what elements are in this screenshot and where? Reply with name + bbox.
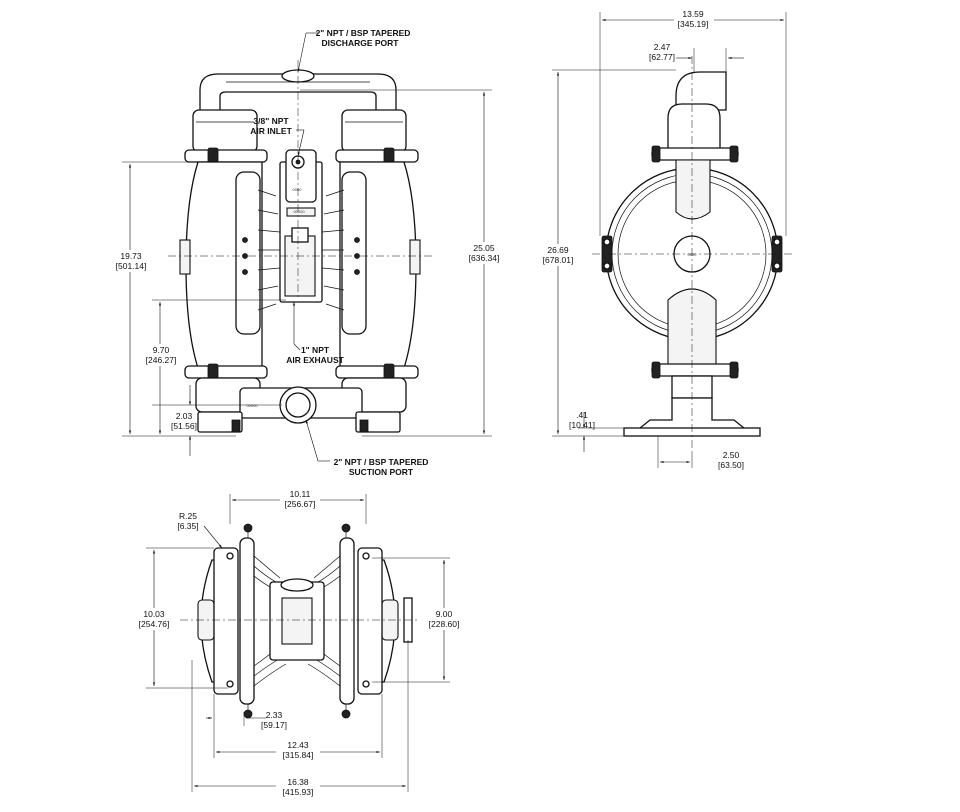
svg-text:2.03: 2.03 bbox=[176, 411, 193, 421]
svg-text:10.11: 10.11 bbox=[290, 489, 311, 499]
pump-top-view bbox=[180, 523, 420, 719]
dim-front-height-center: 9.70 [246.27] bbox=[142, 344, 180, 366]
dim-side-base-thickness: .41 [10.41] bbox=[569, 410, 595, 430]
dim-front-height-suction: 2.03 [51.56] bbox=[171, 411, 197, 431]
svg-text:[246.27]: [246.27] bbox=[146, 355, 177, 365]
side-view-dimensions bbox=[552, 12, 787, 468]
svg-text:16.38: 16.38 bbox=[287, 777, 309, 787]
svg-text:[6.35]: [6.35] bbox=[177, 521, 198, 531]
svg-text:[636.34]: [636.34] bbox=[469, 253, 500, 263]
svg-text:9.00: 9.00 bbox=[436, 609, 453, 619]
svg-text:DISCHARGE PORT: DISCHARGE PORT bbox=[322, 38, 400, 48]
svg-text:[501.14]: [501.14] bbox=[116, 261, 147, 271]
svg-text:1" NPT: 1" NPT bbox=[301, 345, 330, 355]
dim-top-radius: R.25 [6.35] bbox=[177, 511, 198, 531]
svg-text:[10.41]: [10.41] bbox=[569, 420, 595, 430]
svg-text:[62.77]: [62.77] bbox=[649, 52, 675, 62]
dim-top-overall-width: 16.38 [415.93] bbox=[276, 774, 320, 800]
callout-air-exhaust: 1" NPT AIR EXHAUST bbox=[286, 302, 345, 365]
svg-text:[345.19]: [345.19] bbox=[678, 19, 709, 29]
svg-text:[63.50]: [63.50] bbox=[718, 460, 744, 470]
svg-text:.41: .41 bbox=[576, 410, 588, 420]
svg-text:[256.67]: [256.67] bbox=[285, 499, 316, 509]
dim-front-height-inlet: 19.73 [501.14] bbox=[112, 250, 150, 272]
pump-front-view: 0000 00000 00000 bbox=[168, 60, 434, 433]
svg-text:2" NPT / BSP TAPERED: 2" NPT / BSP TAPERED bbox=[316, 28, 411, 38]
svg-text:12.43: 12.43 bbox=[287, 740, 309, 750]
callout-discharge-port: 2" NPT / BSP TAPERED DISCHARGE PORT bbox=[297, 28, 411, 73]
svg-text:AIR INLET: AIR INLET bbox=[250, 126, 292, 136]
svg-text:25.05: 25.05 bbox=[473, 243, 495, 253]
dim-top-slot-spacing: 2.33 [59.17] bbox=[261, 710, 287, 730]
dim-side-overall-width: 13.59 [345.19] bbox=[674, 8, 714, 30]
svg-text:10.03: 10.03 bbox=[143, 609, 165, 619]
svg-text:0000: 0000 bbox=[688, 252, 698, 257]
dim-top-slot-depth: 9.00 [228.60] bbox=[424, 608, 464, 630]
svg-text:2.33: 2.33 bbox=[266, 710, 283, 720]
svg-text:13.59: 13.59 bbox=[682, 9, 704, 19]
svg-text:[59.17]: [59.17] bbox=[261, 720, 287, 730]
svg-text:2" NPT / BSP TAPERED: 2" NPT / BSP TAPERED bbox=[334, 457, 429, 467]
svg-text:[254.76]: [254.76] bbox=[139, 619, 170, 629]
dim-side-base-offset: 2.50 [63.50] bbox=[718, 450, 744, 470]
svg-text:00000: 00000 bbox=[246, 403, 258, 408]
svg-text:3/8" NPT: 3/8" NPT bbox=[253, 116, 289, 126]
dim-front-overall-height: 25.05 [636.34] bbox=[464, 242, 504, 264]
svg-text:19.73: 19.73 bbox=[120, 251, 142, 261]
svg-text:SUCTION PORT: SUCTION PORT bbox=[349, 467, 414, 477]
dim-side-discharge-offset: 2.47 [62.77] bbox=[649, 42, 675, 62]
svg-text:2.47: 2.47 bbox=[654, 42, 671, 52]
svg-text:[678.01]: [678.01] bbox=[543, 255, 574, 265]
svg-text:00000: 00000 bbox=[293, 209, 305, 214]
callout-suction-port: 2" NPT / BSP TAPERED SUCTION PORT bbox=[305, 419, 429, 477]
svg-text:26.69: 26.69 bbox=[547, 245, 569, 255]
svg-text:AIR EXHAUST: AIR EXHAUST bbox=[286, 355, 344, 365]
callout-air-inlet: 3/8" NPT AIR INLET bbox=[250, 116, 305, 157]
svg-text:[315.84]: [315.84] bbox=[283, 750, 314, 760]
svg-text:9.70: 9.70 bbox=[153, 345, 170, 355]
dim-side-overall-height: 26.69 [678.01] bbox=[538, 244, 578, 266]
dim-top-bolt-span: 10.11 [256.67] bbox=[280, 488, 320, 510]
svg-text:[415.93]: [415.93] bbox=[283, 787, 314, 797]
svg-text:R.25: R.25 bbox=[179, 511, 197, 521]
dim-top-depth: 10.03 [254.76] bbox=[134, 608, 174, 630]
svg-text:[228.60]: [228.60] bbox=[429, 619, 460, 629]
pump-side-view: 0000 bbox=[592, 56, 792, 452]
svg-text:2.50: 2.50 bbox=[723, 450, 740, 460]
svg-text:[51.56]: [51.56] bbox=[171, 421, 197, 431]
dim-top-width: 12.43 [315.84] bbox=[276, 738, 320, 762]
svg-text:0000: 0000 bbox=[293, 187, 303, 192]
